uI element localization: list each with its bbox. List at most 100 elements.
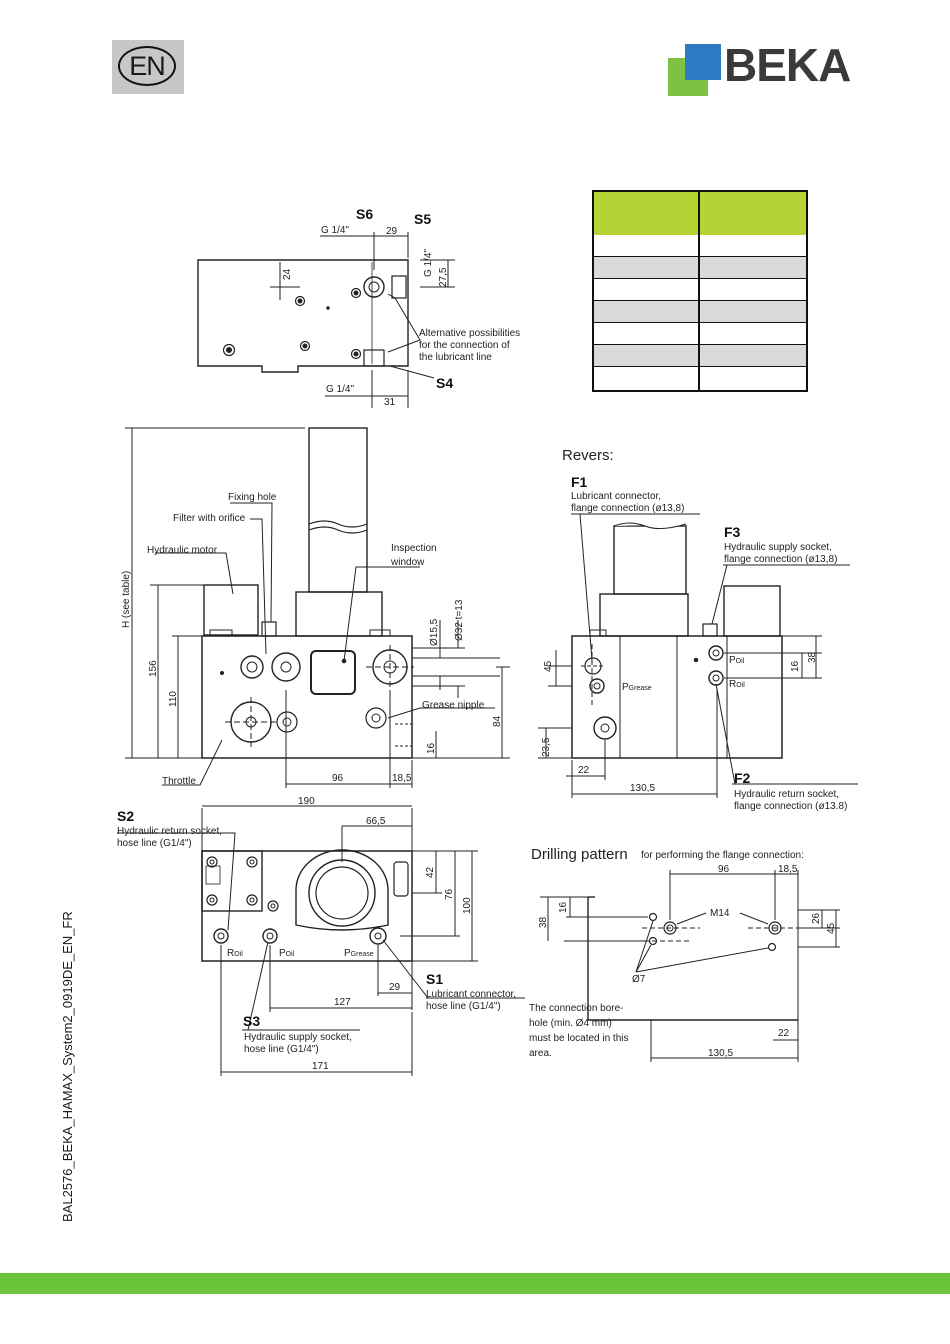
revers-dim-38: 38 [807,651,818,663]
s4-label: S4 [436,375,453,391]
footer-bar [0,1273,950,1294]
logo-blue-square [685,44,721,80]
dim-110: 110 [168,691,179,707]
revers-p-grease: PGrease [622,682,652,693]
f1-code: F1 [571,474,588,490]
drill-note-3: must be located in this [529,1033,629,1044]
f1-line2: flange connection (ø13,8) [571,503,684,514]
dim-15-5: Ø15,5 [429,618,440,646]
bottom-dim-190: 190 [298,796,315,807]
beka-logo: BEKA [668,39,884,96]
drill-dim-96: 96 [718,864,730,875]
f3-code: F3 [724,524,741,540]
dim-18-5: 18,5 [392,773,412,784]
s3-code: S3 [243,1013,260,1029]
revers-dim-130-5: 130,5 [630,783,655,794]
f2-line2: flange connection (ø13.8) [734,801,847,812]
m14-label: M14 [710,908,730,919]
s3-line1: Hydraulic supply socket, [244,1032,352,1043]
f2-line1: Hydraulic return socket, [734,789,839,800]
table-divider [698,192,700,390]
revers-dim-23-5: 23,5 [541,737,552,757]
drilling-subtitle: for performing the flange connection: [641,850,804,861]
top-dim-29: 29 [386,226,398,237]
alt-note-3: the lubricant line [419,352,492,363]
f2-code: F2 [734,770,751,786]
inspection-label: Inspection [391,543,437,554]
drill-dim-130-5: 130,5 [708,1048,733,1059]
dim-16: 16 [426,742,437,754]
bottom-r-oil: ROil [227,948,243,959]
table-row [594,301,806,323]
revers-title: Revers: [562,447,614,464]
bottom-dim-76: 76 [444,888,455,900]
fixing-hole-label: Fixing hole [228,492,277,503]
table-row [594,257,806,279]
s1-code: S1 [426,971,443,987]
revers-p-oil: POil [729,655,745,666]
revers-r-oil: ROil [729,679,745,690]
revers-dim-45: 45 [543,660,554,672]
top-dim-27-5: 27,5 [438,267,449,287]
drill-note-1: The connection bore- [529,1003,624,1014]
drill-dim-16: 16 [558,901,569,913]
top-view: G 1/4" 29 S6 S5 G 1/4" 24 27,5 Alternati… [197,206,520,408]
drill-note-4: area. [529,1048,552,1059]
grease-nipple-label: Grease nipple [422,700,485,711]
s2-line1: Hydraulic return socket, [117,826,222,837]
window-label: window [390,557,425,568]
alt-note-2: for the connection of [419,340,510,351]
bottom-p-grease: PGrease [344,948,374,959]
table-header [594,192,806,237]
table-row [594,235,806,257]
drill-dim-22: 22 [778,1028,790,1039]
s2-code: S2 [117,808,134,824]
table-row [594,323,806,345]
table-row [594,279,806,301]
dim-32: Ø32 t=13 [454,599,465,641]
s3-line2: hose line (G1/4") [244,1044,319,1055]
drilling-title: Drilling pattern [531,846,628,863]
f3-line2: flange connection (ø13,8) [724,554,837,565]
drill-dim-38: 38 [538,916,549,928]
logo-text: BEKA [724,39,851,91]
throttle-label: Throttle [162,776,196,787]
bottom-dim-29: 29 [389,982,401,993]
front-view: H (see table) 156 110 Fixing hole Filter… [121,427,510,788]
drill-dim-26: 26 [811,912,822,924]
f1-line1: Lubricant connector, [571,491,661,502]
top-g14-side: G 1/4" [423,249,434,277]
top-g14-label: G 1/4" [321,225,349,236]
revers-dim-16: 16 [790,660,801,672]
table-row [594,345,806,367]
s2-line2: hose line (G1/4") [117,838,192,849]
s5-label: S5 [414,211,431,227]
bottom-dim-171: 171 [312,1061,329,1072]
drilling-pattern: Drilling pattern for performing the flan… [529,846,840,1062]
dim-156: 156 [148,660,159,677]
table-row [594,367,806,389]
bottom-dim-42: 42 [425,866,436,878]
bottom-dim-100: 100 [462,897,473,914]
filter-label: Filter with orifice [173,513,246,524]
h-label: H (see table) [121,571,132,628]
top-dim-31: 31 [384,397,396,408]
s6-label: S6 [356,206,373,222]
language-badge-label: EN [118,46,176,86]
s1-line2: hose line (G1/4") [426,1001,501,1012]
bottom-view: S2 Hydraulic return socket, hose line (G… [117,796,525,1076]
o7-label: Ø7 [632,974,646,985]
drill-dim-18-5: 18,5 [778,864,798,875]
motor-label: Hydraulic motor [147,545,218,556]
dim-96: 96 [332,773,344,784]
height-table [592,190,808,392]
revers-dim-22: 22 [578,765,590,776]
alt-note-1: Alternative possibilities [419,328,520,339]
drill-dim-45: 45 [826,922,837,934]
revers-view: Revers: F1 Lubricant connector, flange c… [538,447,858,812]
document-code: BAL2576_BEKA_HAMAX_System2_0919DE_EN_FR [60,911,75,1222]
top-g14-bottom: G 1/4" [326,384,354,395]
bottom-dim-66-5: 66,5 [366,816,386,827]
bottom-dim-127: 127 [334,997,351,1008]
dim-84: 84 [492,715,503,727]
